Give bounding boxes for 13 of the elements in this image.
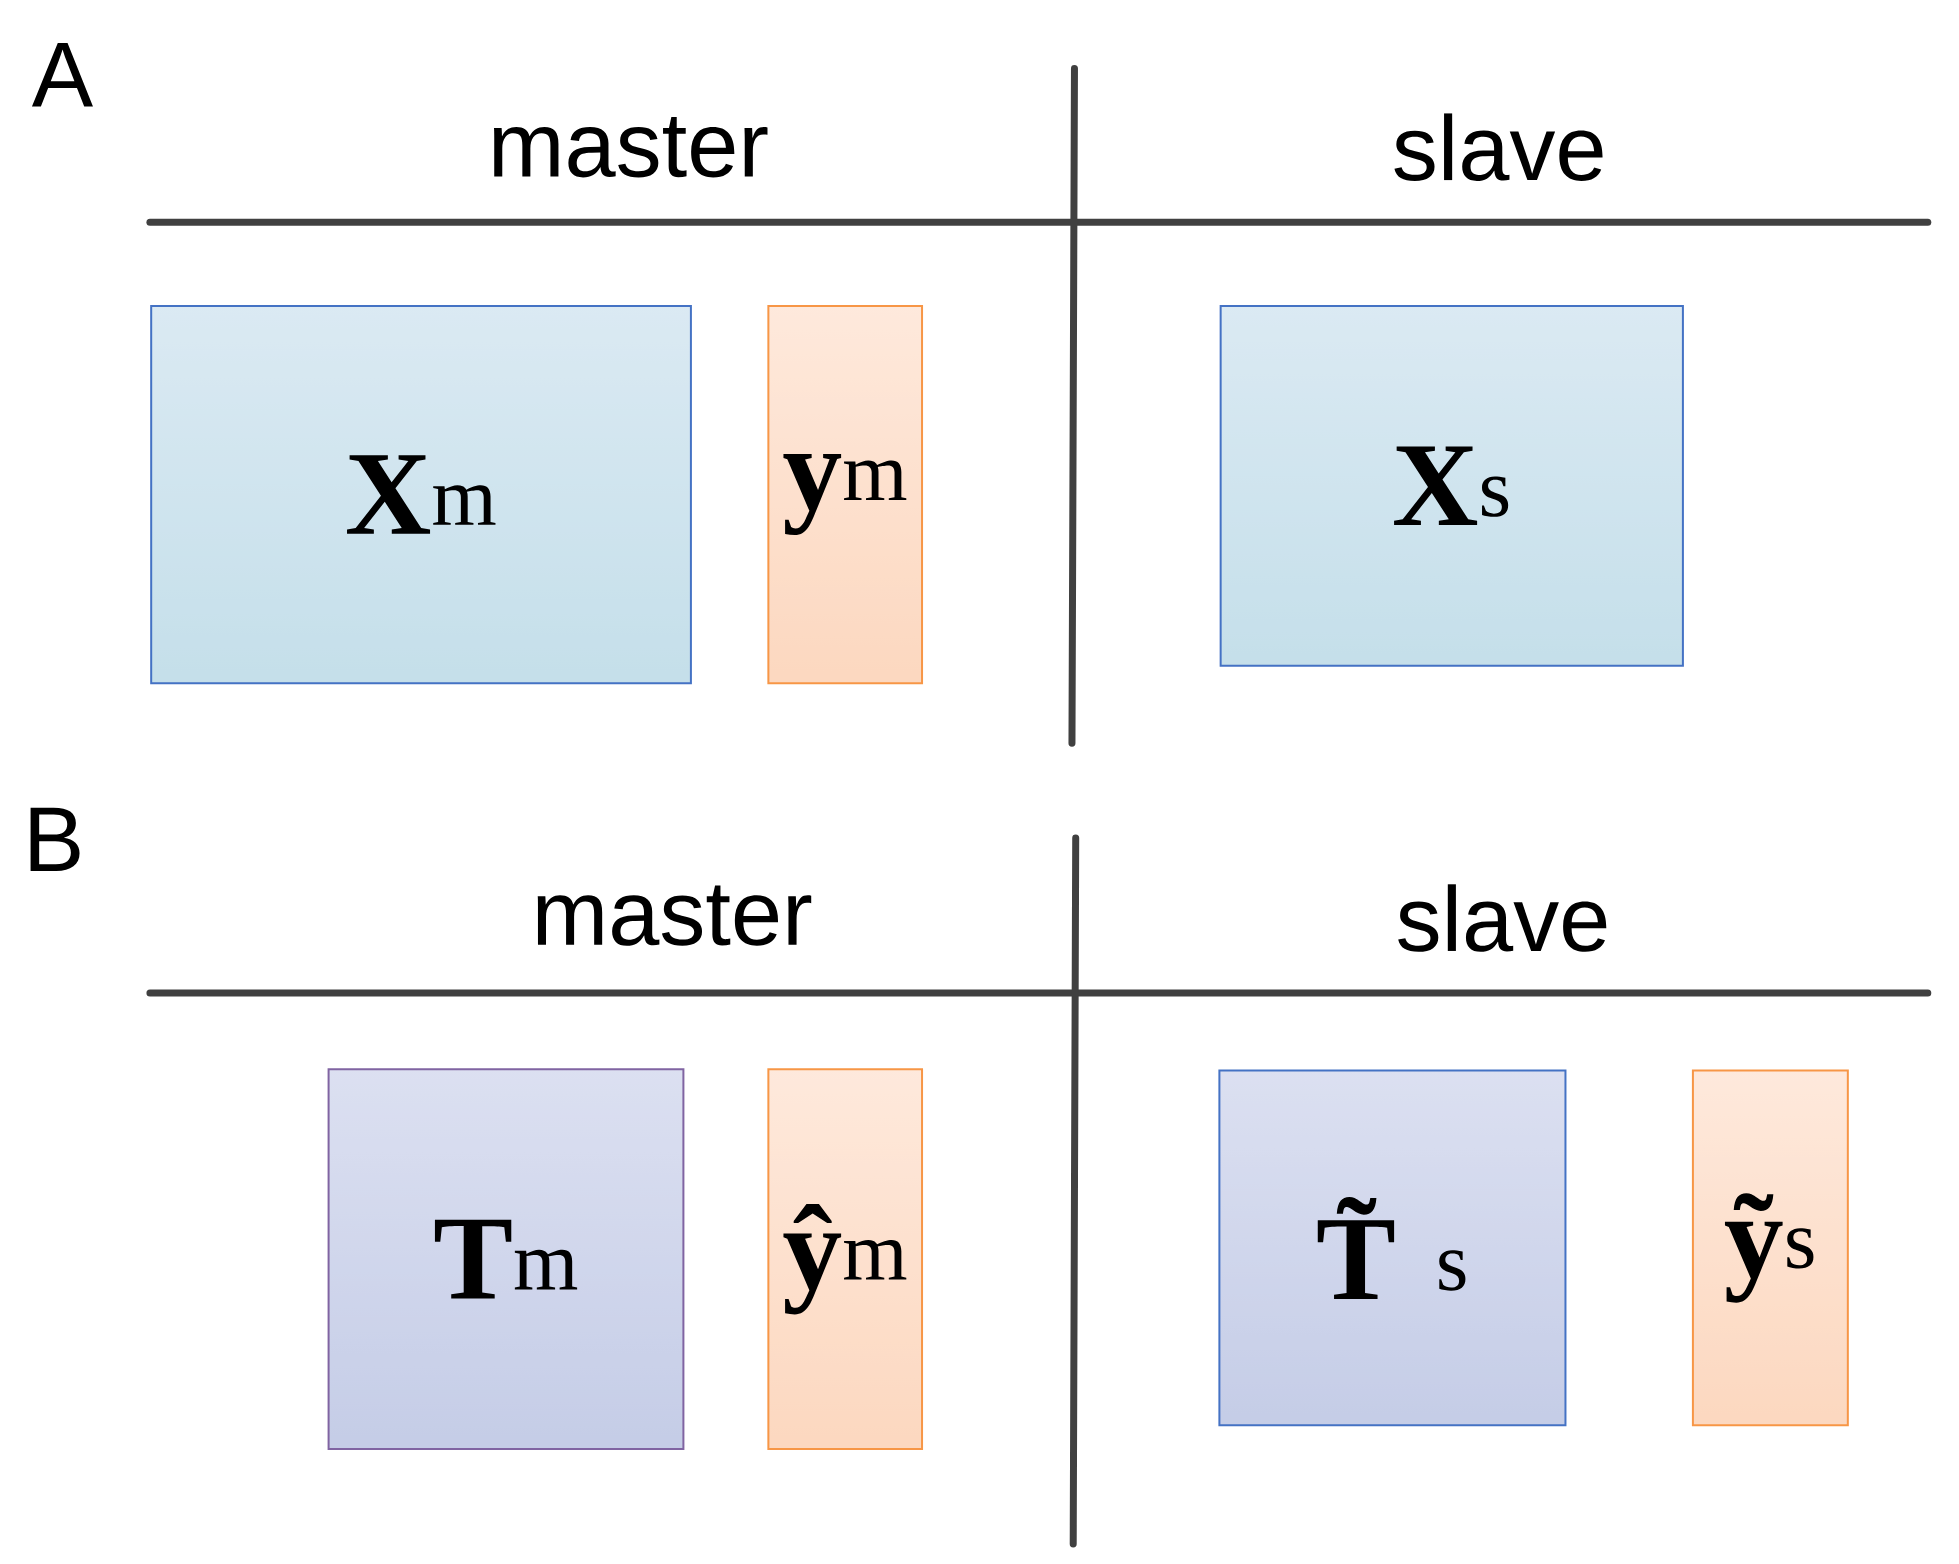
column-heading: slave xyxy=(1398,884,1607,952)
matrix-box: X$^{m}$ xyxy=(150,304,692,685)
column-heading: master xyxy=(493,117,768,178)
matrix-box: T̃$^{s}$ xyxy=(1218,1069,1567,1427)
column-heading: master xyxy=(537,885,812,946)
matrix-box: T$^{m}$ xyxy=(327,1068,685,1451)
column-heading: slave xyxy=(1394,113,1603,181)
panel-letter: B xyxy=(30,807,80,871)
matrix-box: X$^{s}$ xyxy=(1219,304,1684,667)
vector-box: ỹ$^{s}$ xyxy=(1691,1069,1849,1427)
panel-letter: A xyxy=(31,43,93,107)
vector-box: ŷ$^{m}$ xyxy=(767,1068,924,1451)
vector-box: y$^{m}$ xyxy=(767,304,924,685)
